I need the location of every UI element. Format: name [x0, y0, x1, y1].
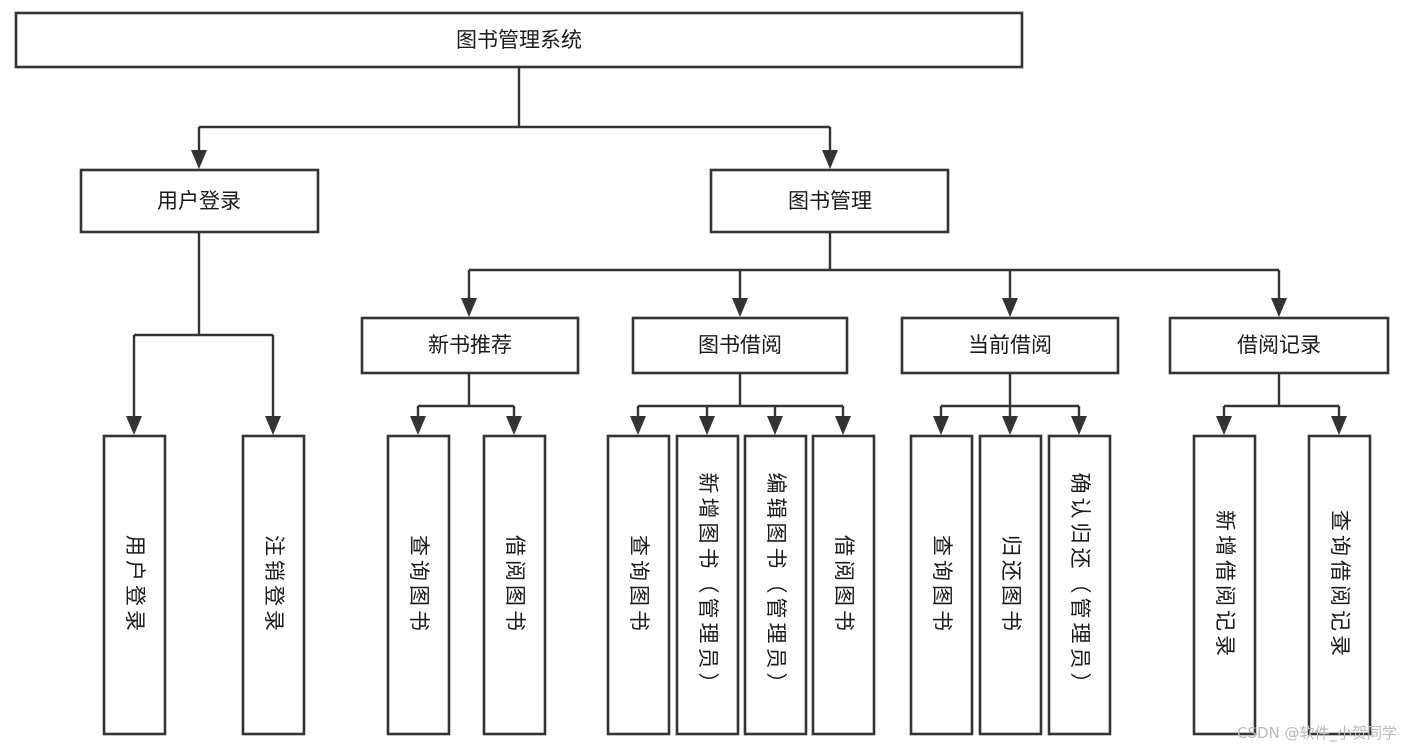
arrow-head-leaf-user-login-1 — [265, 416, 281, 435]
node-book-borrow-box[interactable] — [631, 316, 849, 375]
leaf-label: 查询图书 — [407, 535, 431, 635]
leaf-label: 查询图书 — [627, 535, 651, 635]
arrow-head-leaf-borrow-record-1 — [1331, 416, 1347, 435]
leaf-box[interactable] — [386, 434, 451, 736]
node-current-borrow[interactable]: 当前借阅 — [900, 316, 1120, 375]
connector-group-book-borrow-to-leaves — [630, 373, 851, 435]
leaf-label: 确认归还（管理员） — [1068, 473, 1092, 698]
arrow-head-leaf-user-login-0 — [126, 416, 142, 435]
leaf-label: 归还图书 — [999, 535, 1023, 635]
node-user-login-box[interactable] — [79, 168, 320, 234]
arrow-head-borrow-record — [1271, 298, 1287, 317]
leaf-box[interactable] — [606, 434, 671, 736]
leaf-label: 用户登录 — [123, 535, 147, 635]
arrow-head-leaf-current-borrow-1 — [1002, 416, 1018, 435]
arrow-head-book-management — [822, 150, 838, 169]
node-new-book-recommend-box[interactable] — [360, 316, 580, 375]
connector-group-borrow-record-to-leaves — [1216, 373, 1347, 435]
leaf-box[interactable] — [1047, 434, 1112, 736]
leaf-label: 新增借阅记录 — [1213, 510, 1237, 660]
node-root-book-management-system[interactable]: 图书管理系统 — [14, 11, 1024, 69]
leaf-current-borrow-query-book[interactable]: 查询图书 — [909, 434, 974, 736]
leaf-box[interactable] — [978, 434, 1043, 736]
leaf-label: 借阅图书 — [503, 535, 527, 635]
leaf-box[interactable] — [102, 434, 167, 736]
leaf-box[interactable] — [1192, 434, 1257, 736]
leaf-box[interactable] — [811, 434, 876, 736]
leaf-book-borrow-edit-book-admin[interactable]: 编辑图书（管理员） — [743, 434, 808, 736]
connector-group-current-borrow-to-leaves — [933, 373, 1087, 435]
node-book-borrow-label: 图书借阅 — [698, 333, 782, 357]
leaf-box[interactable] — [675, 434, 740, 736]
leaf-label: 编辑图书（管理员） — [764, 473, 788, 698]
node-borrow-record-label: 借阅记录 — [1237, 333, 1321, 357]
leaf-label: 查询图书 — [930, 535, 954, 635]
node-book-management-box[interactable] — [709, 168, 950, 234]
leaf-box[interactable] — [909, 434, 974, 736]
arrow-head-leaf-book-borrow-3 — [835, 416, 851, 435]
node-borrow-record-box[interactable] — [1168, 316, 1390, 375]
node-book-management[interactable]: 图书管理 — [709, 168, 950, 234]
node-new-book-recommend-label: 新书推荐 — [428, 333, 512, 357]
leaf-book-borrow-borrow-book[interactable]: 借阅图书 — [811, 434, 876, 736]
leaf-current-borrow-confirm-return-admin[interactable]: 确认归还（管理员） — [1047, 434, 1112, 736]
arrow-head-user-login — [191, 150, 207, 169]
connector-group-new-book-recommend-to-leaves — [410, 373, 522, 435]
leaf-book-borrow-add-book-admin[interactable]: 新增图书（管理员） — [675, 434, 740, 736]
arrow-head-leaf-new-book-1 — [506, 416, 522, 435]
csdn-watermark: CSDN @软件_小贺同学 — [1236, 724, 1397, 742]
leaf-box[interactable] — [1307, 434, 1372, 736]
leaf-label: 借阅图书 — [832, 535, 856, 635]
leaf-box[interactable] — [743, 434, 808, 736]
leaf-new-book-borrow-book[interactable]: 借阅图书 — [482, 434, 547, 736]
node-root-box[interactable] — [14, 11, 1024, 69]
node-current-borrow-box[interactable] — [900, 316, 1120, 375]
arrow-head-leaf-new-book-0 — [410, 416, 426, 435]
arrow-head-leaf-current-borrow-2 — [1071, 416, 1087, 435]
node-book-borrow[interactable]: 图书借阅 — [631, 316, 849, 375]
arrow-head-leaf-book-borrow-0 — [630, 416, 646, 435]
node-user-login-label: 用户登录 — [157, 189, 241, 213]
node-new-book-recommend[interactable]: 新书推荐 — [360, 316, 580, 375]
arrow-head-leaf-current-borrow-0 — [933, 416, 949, 435]
leaf-box[interactable] — [241, 434, 306, 736]
leaf-user-login-logout[interactable]: 注销登录 — [241, 434, 306, 736]
arrow-head-book-borrow — [732, 298, 748, 317]
leaf-borrow-record-query-record[interactable]: 查询借阅记录 — [1307, 434, 1372, 736]
node-book-management-label: 图书管理 — [788, 189, 872, 213]
arrow-head-leaf-book-borrow-2 — [767, 416, 783, 435]
node-borrow-record[interactable]: 借阅记录 — [1168, 316, 1390, 375]
leaf-book-borrow-query-book[interactable]: 查询图书 — [606, 434, 671, 736]
arrow-head-leaf-borrow-record-0 — [1216, 416, 1232, 435]
leaf-current-borrow-return-book[interactable]: 归还图书 — [978, 434, 1043, 736]
node-user-login[interactable]: 用户登录 — [79, 168, 320, 234]
node-root-label: 图书管理系统 — [456, 28, 582, 52]
arrow-head-new-book-recommend — [461, 298, 477, 317]
leaf-label: 查询借阅记录 — [1328, 510, 1352, 660]
connector-group-root-to-level2 — [191, 67, 838, 169]
leaf-borrow-record-add-record[interactable]: 新增借阅记录 — [1192, 434, 1257, 736]
arrow-head-leaf-book-borrow-1 — [699, 416, 715, 435]
leaf-box[interactable] — [482, 434, 547, 736]
connector-group-book-management-to-level3 — [461, 232, 1287, 317]
leaf-user-login-login[interactable]: 用户登录 — [102, 434, 167, 736]
leaf-label: 新增图书（管理员） — [696, 473, 720, 698]
arrow-head-current-borrow — [1002, 298, 1018, 317]
leaf-new-book-query-book[interactable]: 查询图书 — [386, 434, 451, 736]
leaf-label: 注销登录 — [262, 535, 286, 635]
node-current-borrow-label: 当前借阅 — [968, 333, 1052, 357]
connector-group-user-login-to-leaves — [126, 232, 281, 435]
